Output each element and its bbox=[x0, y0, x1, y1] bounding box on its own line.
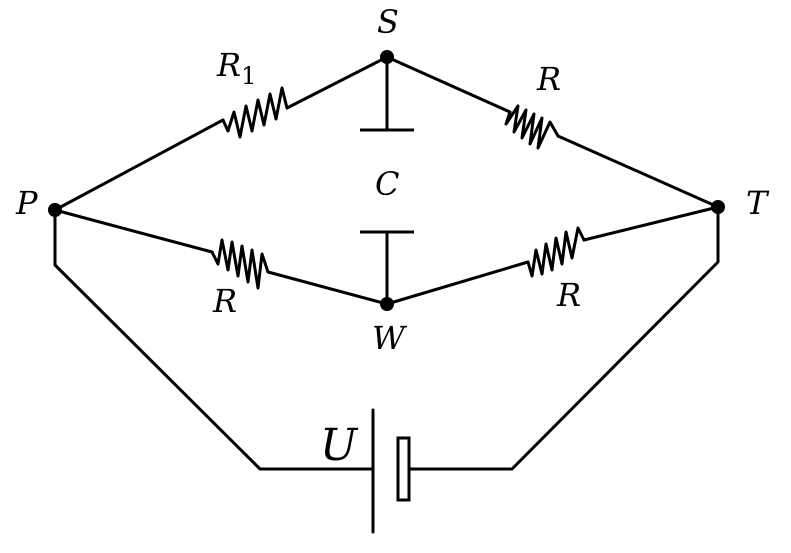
node-w-label: W bbox=[372, 319, 408, 357]
node-p-label: P bbox=[15, 184, 38, 222]
node-p-dot bbox=[48, 203, 62, 217]
resistor-pw-symbol bbox=[210, 238, 270, 290]
capacitor-c bbox=[360, 55, 414, 306]
node-s-label: S bbox=[377, 3, 399, 41]
node-t-dot bbox=[711, 200, 725, 214]
branch-p-w bbox=[53, 208, 389, 306]
branch-w-t bbox=[385, 205, 720, 306]
node-s-dot bbox=[380, 50, 394, 64]
resistor-st-symbol bbox=[504, 104, 560, 150]
resistor-ps-subscript: 1 bbox=[241, 62, 256, 90]
resistor-ps-label: R1 bbox=[216, 46, 256, 90]
branch-s-t bbox=[385, 55, 720, 209]
resistor-r1-symbol bbox=[221, 86, 289, 139]
branch-p-s bbox=[53, 55, 389, 212]
node-t-label: T bbox=[746, 184, 770, 222]
node-w-dot bbox=[380, 297, 394, 311]
source-label: U bbox=[320, 420, 359, 471]
resistor-pw-label: R bbox=[212, 282, 237, 320]
capacitor-label: C bbox=[375, 165, 399, 203]
resistor-st-label: R bbox=[536, 60, 561, 98]
resistor-wt-label: R bbox=[556, 276, 581, 314]
resistor-wt-symbol bbox=[526, 226, 586, 278]
source-loop bbox=[53, 205, 720, 471]
battery-u-symbol bbox=[371, 408, 411, 534]
